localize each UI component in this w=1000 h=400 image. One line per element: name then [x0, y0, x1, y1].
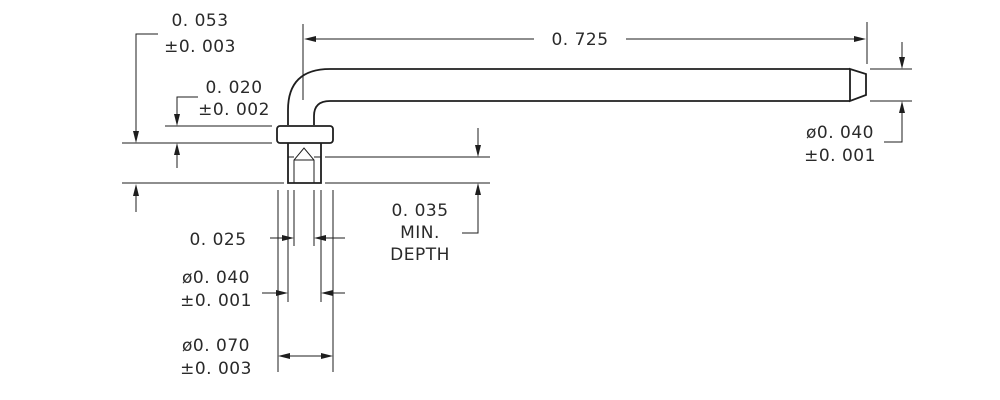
- extension-lines: [122, 22, 912, 372]
- dimension-lines: [133, 33, 905, 359]
- lower-body: [287, 143, 322, 184]
- socket-depth-label: DEPTH: [390, 245, 450, 265]
- top-height-tolerance: ±0. 003: [164, 37, 236, 57]
- flange-thickness-tolerance: ±0. 002: [198, 100, 270, 120]
- outer-diameter-value: ø0. 070: [182, 336, 250, 356]
- outer-diameter-tolerance: ±0. 003: [180, 359, 252, 379]
- inner-diameter-value: ø0. 040: [182, 268, 250, 288]
- socket-depth-value: 0. 035: [391, 201, 448, 221]
- end-diameter-value: ø0. 040: [806, 123, 874, 143]
- dimension-labels: 0. 725 0. 053 ±0. 003 0. 020 ±0. 002 ø0.…: [164, 11, 876, 379]
- wall-width-value: 0. 025: [189, 230, 246, 250]
- inner-diameter-tolerance: ±0. 001: [180, 291, 252, 311]
- socket-depth-min: MIN.: [400, 223, 440, 243]
- pin-bend-inner: [313, 100, 850, 125]
- socket-hole: [293, 147, 315, 183]
- flange: [276, 125, 334, 144]
- dim-line-flange-thickness: [176, 96, 198, 123]
- dim-line-top-height: [135, 33, 158, 140]
- end-diameter-tolerance: ±0. 001: [804, 146, 876, 166]
- pin-tip: [849, 67, 867, 103]
- top-height-value: 0. 053: [171, 11, 228, 31]
- pin-bend-outer: [287, 68, 850, 125]
- flange-thickness-value: 0. 020: [205, 78, 262, 98]
- overall-length-value: 0. 725: [551, 30, 608, 50]
- pin-part: [276, 67, 867, 184]
